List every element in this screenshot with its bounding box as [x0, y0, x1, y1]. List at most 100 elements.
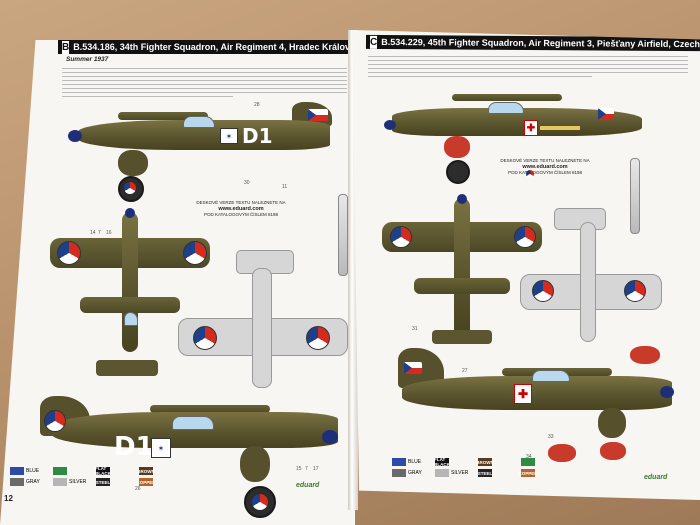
url-line: DESKOVÉ VERZE TEXTU NALEZNETE NA [500, 158, 590, 163]
header-subtitle-left: Summer 1937 [66, 56, 109, 63]
swatch-label: GRAY [26, 479, 40, 485]
swatch-chip: BROWN [137, 467, 155, 475]
swatch: BROWN [476, 458, 518, 466]
callout-number: 14 [90, 230, 96, 236]
swatch-chip: FLAT BLACK [434, 457, 450, 467]
callout-number: 11 [282, 184, 288, 190]
top-canopy [124, 312, 138, 326]
book-spine [348, 30, 358, 510]
spinner-b [660, 386, 674, 398]
callout-number: 34 [526, 454, 532, 460]
instruction-url-block-left: DESKOVÉ VERZE TEXTU NALEZNETE NA www.edu… [196, 200, 286, 218]
instruction-url-block-right: DESKOVÉ VERZE TEXTU NALEZNETE NA www.edu… [500, 158, 590, 176]
swatch: FLAT BLACK [434, 457, 475, 467]
top-fuselage [454, 198, 470, 338]
upper-wing-b [150, 405, 270, 413]
swatch-label: BLUE [408, 459, 422, 465]
callout-number: 26 [135, 486, 141, 492]
swatch: SILVER [435, 469, 475, 477]
swatch: STEEL [96, 478, 136, 486]
swatch-label: SILVER [451, 470, 469, 476]
under-roundel-left [193, 326, 217, 350]
left-page: B B.534.186, 34th Fighter Squadron, Air … [0, 40, 355, 525]
slovak-cross: ✚ [524, 120, 538, 136]
canopy [183, 116, 215, 128]
wheel-spat-b [598, 408, 626, 438]
swatch-chip [10, 467, 24, 475]
under-roundel-left [532, 280, 554, 302]
top-spinner [125, 208, 135, 218]
callout-number: 31 [412, 326, 418, 332]
canopy-b [172, 416, 214, 430]
swatch-label: BLUE [26, 468, 40, 474]
top-roundel-right [514, 226, 536, 248]
swatch-chip: COPPER [136, 478, 156, 486]
wheel-spat [118, 150, 148, 176]
url-link[interactable]: www.eduard.com [218, 206, 264, 212]
swatch-chip: FLAT BLACK [95, 466, 111, 476]
lower-wing-top-view [80, 297, 180, 313]
slovak-cross-b: ✚ [514, 384, 532, 404]
url-line: POD KATALOGOVÝM ČÍSLEM 8198 [203, 212, 279, 217]
profile-badge-c: C [369, 35, 378, 49]
under-roundel-right [624, 280, 646, 302]
swatch: GRAY [392, 469, 432, 477]
swatch-chip [53, 478, 67, 486]
swatch: FLAT BLACK [95, 466, 136, 476]
header-bar-left: B B.534.186, 34th Fighter Squadron, Air … [58, 40, 355, 54]
wheel [446, 160, 470, 184]
top-spinner [457, 194, 467, 204]
swatch: COPPER [136, 478, 179, 486]
callout-number: 15 [296, 466, 302, 472]
tailplane [96, 360, 158, 376]
swatch-label: GRAY [408, 470, 422, 476]
wheel-roundel-b [252, 494, 268, 510]
wheel-roundel [124, 182, 136, 194]
canopy-b [532, 370, 570, 382]
header-bar-right: C B.534.229, 45th Fighter Squadron, Air … [365, 34, 700, 52]
rudder-roundel [44, 410, 66, 432]
swatch-chip [53, 467, 67, 475]
color-swatches-right: BLUE FLAT BLACK BROWN GRAY SILVER STEEL … [392, 457, 561, 477]
swatch-chip [10, 478, 24, 486]
top-roundel-left [57, 241, 81, 265]
swatch: GRAY [10, 478, 50, 486]
aircraft-code: D1 [242, 124, 273, 148]
top-roundel-right [183, 241, 207, 265]
url-link[interactable]: www.eduard.com [522, 164, 568, 170]
propeller-blade [338, 194, 348, 276]
top-roundel-left [390, 226, 412, 248]
callout-number: 33 [548, 434, 554, 440]
swatch: SILVER [53, 478, 93, 486]
tailplane [432, 330, 492, 344]
callout-number: 27 [462, 368, 468, 374]
swatch-chip [392, 458, 406, 466]
swatch-chip [392, 469, 406, 477]
swatch-label: SILVER [69, 479, 87, 485]
swatch-chip [521, 458, 535, 466]
swatch-chip [435, 469, 449, 477]
under-roundel-right [306, 326, 330, 350]
top-fuselage [122, 212, 138, 352]
url-line: DESKOVÉ VERZE TEXTU NALEZNETE NA [196, 200, 286, 205]
swatch-chip: COPPER [518, 469, 538, 477]
wheel-spat-red-c [600, 442, 626, 460]
callout-number: 17 [313, 466, 319, 472]
fin-flag [598, 108, 614, 120]
propeller-blade [630, 158, 640, 234]
url-line: POD KATALOGOVÝM ČÍSLEM 8198 [507, 170, 583, 175]
unit-emblem-b: ✶ [151, 438, 171, 458]
swatch-chip: STEEL [477, 469, 493, 477]
swatch: BROWN [137, 467, 179, 475]
page-number: 12 [4, 494, 13, 503]
swatch: BLUE [10, 467, 50, 475]
wheel-spat-detail [630, 346, 660, 364]
swatch: BLUE [392, 458, 432, 466]
callout-number: 16 [106, 230, 112, 236]
swatch [521, 458, 561, 466]
swatch [53, 467, 93, 475]
wheel [118, 176, 144, 202]
swatch-chip: STEEL [95, 478, 111, 486]
eduard-logo: eduard [644, 474, 668, 481]
header-title-right: B.534.229, 45th Fighter Squadron, Air Re… [381, 36, 700, 50]
